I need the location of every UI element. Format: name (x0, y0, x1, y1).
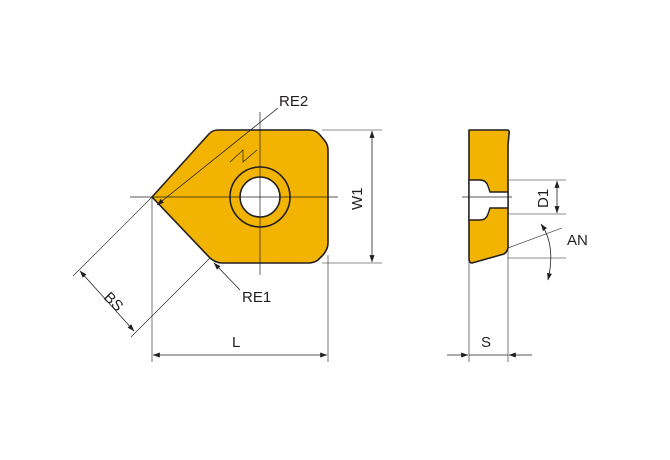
re2-label: RE2 (279, 93, 308, 110)
w1-dimension: W1 (322, 129, 382, 264)
w1-label: W1 (349, 188, 366, 211)
bs-ext-2 (130, 257, 211, 338)
insert-top-view (130, 112, 338, 275)
s-dimension: S (447, 334, 532, 358)
re1-leader (213, 262, 241, 291)
d1-dimension: D1 (508, 179, 566, 215)
insert-side-view (462, 129, 512, 362)
re2-callout: RE2 (156, 93, 308, 206)
s-label: S (481, 334, 491, 351)
bs-dim-line (79, 270, 135, 332)
re2-leader (156, 107, 279, 206)
hole-section (468, 179, 509, 221)
re1-label: RE1 (242, 289, 271, 306)
an-arc (540, 223, 552, 281)
l-label: L (232, 334, 240, 351)
l-dimension: L (151, 197, 329, 362)
bs-label: BS (100, 289, 126, 315)
an-dimension: AN (507, 223, 588, 281)
an-label: AN (567, 232, 588, 249)
break-line (229, 149, 258, 163)
re1-callout: RE1 (213, 262, 271, 306)
an-face-line (507, 227, 563, 249)
d1-label: D1 (535, 189, 552, 208)
bs-ext-1 (72, 196, 153, 277)
